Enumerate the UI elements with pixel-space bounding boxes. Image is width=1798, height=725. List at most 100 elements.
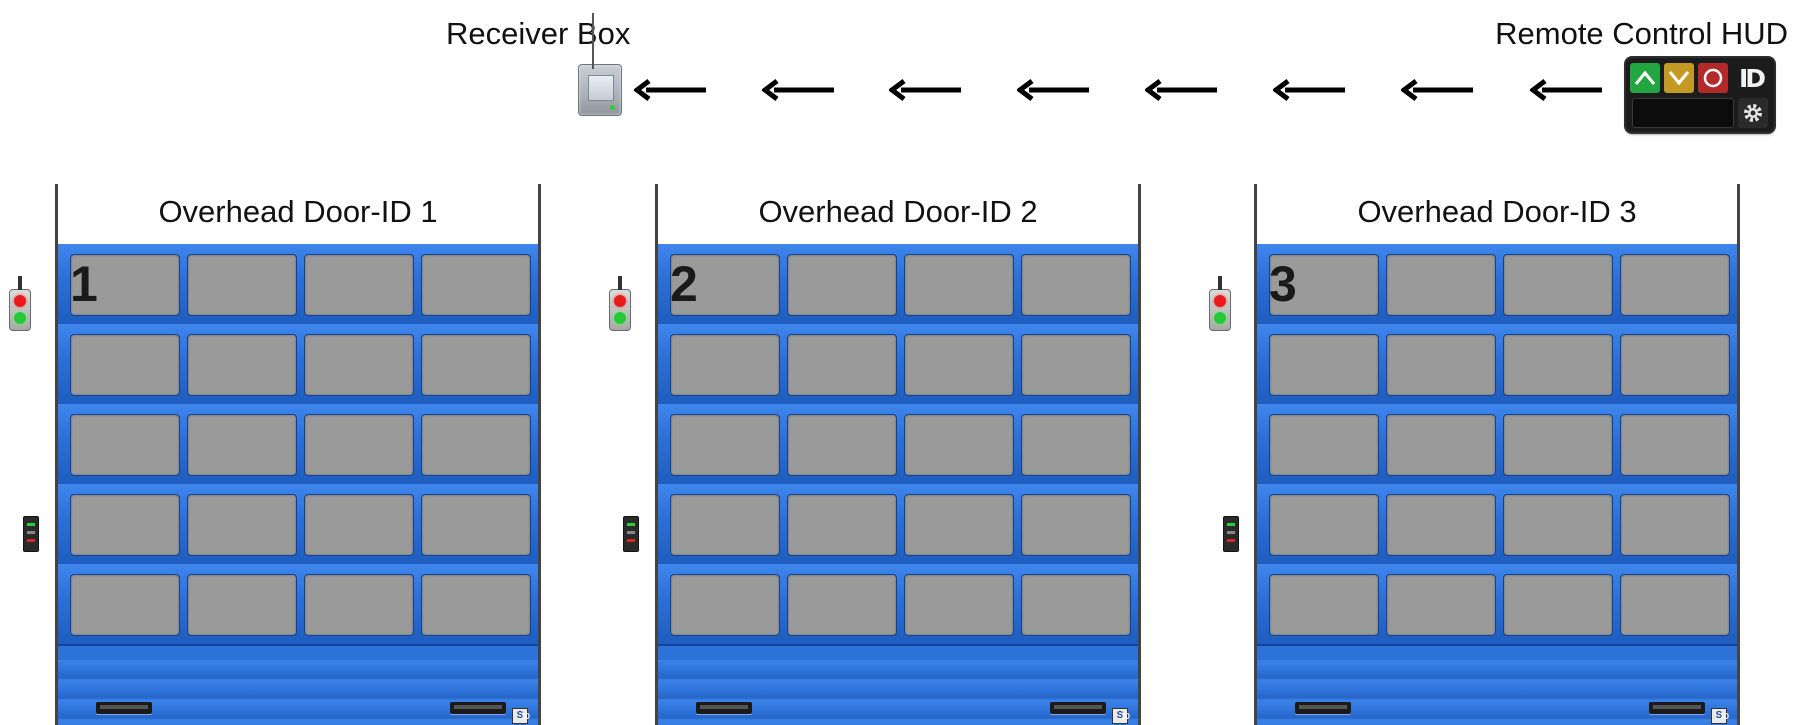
hud-logo: ID	[1738, 63, 1766, 93]
hud-display	[1632, 98, 1734, 128]
traffic-light-stem	[1218, 276, 1222, 290]
door-window	[70, 414, 180, 476]
door-window	[421, 414, 531, 476]
door-window	[1386, 414, 1496, 476]
door-section: 1	[58, 244, 538, 326]
door-handle-right	[1649, 702, 1705, 714]
door-window	[787, 334, 897, 396]
hud-down-button[interactable]	[1664, 63, 1694, 93]
door-badge: S	[1112, 708, 1128, 724]
door-section	[58, 564, 538, 646]
wall-switch-icon[interactable]	[23, 516, 39, 552]
door-window	[787, 574, 897, 636]
hud-stop-button[interactable]	[1698, 63, 1728, 93]
door-window	[1021, 494, 1131, 556]
arrow-left-icon	[632, 79, 708, 101]
door-window	[70, 574, 180, 636]
door-window	[187, 574, 297, 636]
door-window	[421, 494, 531, 556]
door-window	[904, 494, 1014, 556]
door-title: Overhead Door-ID 3	[1257, 184, 1737, 244]
wall-switch-icon[interactable]	[623, 516, 639, 552]
arrow-left-icon	[760, 79, 836, 101]
stop-circle-icon	[1703, 68, 1723, 88]
wall-switch-icon[interactable]	[1223, 516, 1239, 552]
door-badge: S	[1711, 708, 1727, 724]
traffic-light-icon	[609, 276, 631, 331]
door-handle-left	[96, 702, 152, 714]
green-lamp	[14, 312, 26, 324]
door-window	[787, 494, 897, 556]
receiver-box-label: Receiver Box	[446, 16, 631, 51]
door-window	[187, 494, 297, 556]
traffic-light-stem	[618, 276, 622, 290]
switch-mid-indicator	[1227, 531, 1235, 534]
door-window	[904, 574, 1014, 636]
door-section: 2	[658, 244, 1138, 326]
door-window	[1386, 254, 1496, 316]
door-section	[1257, 404, 1737, 486]
traffic-light-icon	[9, 276, 31, 331]
door-window	[1503, 414, 1613, 476]
arrow-left-icon	[1399, 79, 1475, 101]
switch-red-indicator	[1227, 539, 1235, 542]
door-window	[670, 254, 780, 316]
hud-settings-button[interactable]	[1738, 98, 1768, 128]
door-window	[304, 334, 414, 396]
door-window	[904, 254, 1014, 316]
door-frame-left	[55, 184, 58, 725]
door-section	[658, 324, 1138, 406]
door-frame-left	[1254, 184, 1257, 725]
door-window	[1620, 574, 1730, 636]
door-handle-left	[696, 702, 752, 714]
door-window	[187, 334, 297, 396]
hud-up-button[interactable]	[1630, 63, 1660, 93]
door-window	[304, 494, 414, 556]
arrow-left-icon	[1528, 79, 1604, 101]
green-lamp	[614, 312, 626, 324]
arrow-left-icon	[1143, 79, 1219, 101]
door-window	[1386, 334, 1496, 396]
door-section	[1257, 564, 1737, 646]
door-window	[787, 254, 897, 316]
door-section: 3	[1257, 244, 1737, 326]
arrow-left-icon	[887, 79, 963, 101]
door-window	[1269, 334, 1379, 396]
chevron-up-icon	[1634, 70, 1656, 85]
arrow-left-icon	[1015, 79, 1091, 101]
door-brand-logo: ID	[522, 712, 530, 721]
door-section	[658, 484, 1138, 566]
door-window	[1620, 414, 1730, 476]
door-frame-right	[1138, 184, 1141, 725]
red-lamp	[14, 295, 26, 307]
door-window	[304, 414, 414, 476]
door-window	[187, 254, 297, 316]
door-section	[658, 564, 1138, 646]
remote-control-hud[interactable]: ID	[1626, 58, 1774, 132]
door-number: 3	[1269, 256, 1297, 312]
door-window	[670, 414, 780, 476]
door-badge: S	[512, 708, 528, 724]
door-window	[1386, 574, 1496, 636]
door-section	[658, 404, 1138, 486]
traffic-light-stem	[18, 276, 22, 290]
door-window	[1021, 254, 1131, 316]
door-window	[187, 414, 297, 476]
door-section	[58, 404, 538, 486]
door-handle-left	[1295, 702, 1351, 714]
receiver-box-icon	[578, 13, 622, 116]
chevron-down-icon	[1668, 71, 1690, 86]
remote-control-hud-label: Remote Control HUD	[1495, 16, 1788, 51]
door-window	[304, 254, 414, 316]
door-handle-right	[450, 702, 506, 714]
door-window	[670, 574, 780, 636]
door-window	[1021, 414, 1131, 476]
door-handle-right	[1050, 702, 1106, 714]
